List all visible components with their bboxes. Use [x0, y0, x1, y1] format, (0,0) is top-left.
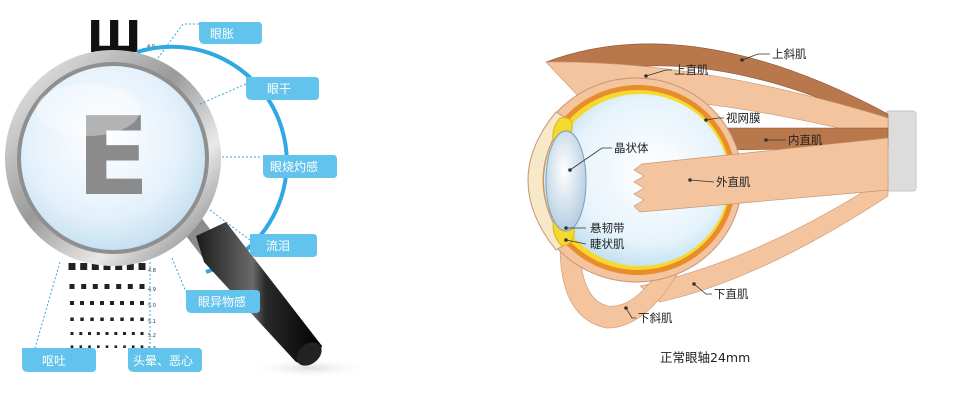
eye-chart-symbol: [91, 263, 99, 270]
label-zonule: 悬韧带: [590, 221, 625, 235]
symptom-tag: 眼胀: [157, 22, 262, 59]
eye-chart-symbol: [105, 345, 109, 348]
eye-chart-symbol: [126, 263, 134, 270]
symptom-label: 流泪: [266, 239, 290, 253]
symptom-tag: 眼烧灼感: [222, 155, 337, 178]
eye-chart-symbol: [80, 263, 88, 270]
eye-chart-symbol: [130, 301, 134, 305]
eye-chart-symbol: [139, 284, 145, 289]
eye-chart-symbol: [79, 345, 83, 348]
symptom-tags: 眼胀 眼干 眼烧灼感 流泪 眼异物感 呕吐: [22, 22, 337, 372]
eye-chart-symbol: [105, 332, 109, 335]
eye-chart-symbol: [70, 317, 74, 321]
label-ciliary-muscle: 睫状肌: [590, 237, 625, 251]
eye-chart-symbol: [100, 317, 104, 321]
eye-chart-row-value: 5.2: [148, 333, 156, 339]
label-superior-oblique: 上斜肌: [772, 47, 807, 61]
eye-chart-symbol: [103, 263, 111, 270]
eye-chart-symbol: [114, 345, 118, 348]
eye-chart-symbol: [123, 332, 126, 335]
eye-chart-symbol: [81, 284, 87, 289]
symptom-label: 眼异物感: [198, 294, 246, 309]
magnifier-shadow: [250, 358, 370, 378]
eye-chart-symbol: [79, 332, 83, 335]
eye-chart-symbol: [68, 263, 76, 270]
symptom-label: 呕吐: [42, 354, 66, 368]
eye-chart-symbol: [70, 301, 74, 305]
crystalline-lens: [545, 130, 587, 232]
magnifier-illustration: Ш 4.0 4.8 4.9 5.0 5.1 5.2 5.3 E: [5, 12, 370, 378]
eye-chart-symbol: [90, 317, 94, 321]
symptom-label: 眼干: [267, 82, 291, 96]
label-inferior-oblique: 下斜肌: [638, 311, 673, 325]
eye-chart-symbol: [115, 263, 123, 270]
eye-chart-big-letter: E: [76, 95, 150, 220]
eye-chart-symbol: [97, 345, 100, 348]
eye-chart-symbol: [96, 332, 100, 335]
eye-chart-symbol: [90, 301, 94, 305]
eye-axis-caption: 正常眼轴24mm: [660, 350, 750, 365]
symptom-tag: 呕吐: [22, 261, 96, 372]
label-medial-rectus: 内直肌: [788, 133, 823, 147]
symptom-tag: 头晕、恶心: [128, 262, 202, 372]
eye-anatomy-diagram: 上斜肌 上直肌 视网膜 内直肌 晶状体 外直肌 悬韧带 睫状肌 下直肌 下斜肌 …: [527, 43, 917, 365]
eye-chart-symbol: [88, 332, 91, 335]
eye-chart-symbol: [114, 332, 118, 335]
lateral-rectus-muscle: [633, 137, 889, 213]
eye-chart-symbol: [104, 284, 110, 289]
eye-chart-symbol: [140, 317, 144, 321]
eye-chart-symbol: [69, 284, 75, 289]
eye-chart-symbol: [138, 263, 146, 270]
eye-chart-symbol: [140, 332, 144, 335]
label-lateral-rectus: 外直肌: [716, 175, 751, 189]
eye-chart-symbol: [140, 345, 144, 348]
eye-chart-symbol: [131, 345, 135, 348]
symptom-label: 眼烧灼感: [270, 159, 318, 174]
eye-chart-symbol: [110, 301, 114, 305]
eye-chart-rows: [68, 263, 146, 348]
eye-chart-symbol: [70, 345, 74, 348]
label-inferior-rectus: 下直肌: [714, 287, 749, 301]
eye-chart-symbol: [88, 345, 91, 348]
eye-chart-symbol: [123, 345, 126, 348]
eye-chart-symbol: [127, 284, 133, 289]
eye-chart-symbol: [100, 301, 104, 305]
optic-nerve: [885, 110, 917, 192]
eye-chart-row-value: 5.0: [148, 303, 156, 309]
anatomy-leader-dots: [564, 58, 768, 310]
symptom-label: 眼胀: [210, 27, 234, 41]
symptom-label: 头晕、恶心: [133, 354, 193, 368]
eye-chart-symbol: [131, 332, 135, 335]
eye-chart-symbol: [116, 284, 122, 289]
label-retina: 视网膜: [726, 111, 761, 125]
eye-chart-symbol: [80, 301, 84, 305]
eye-chart-symbol: [130, 317, 134, 321]
eye-chart-symbol: [70, 332, 74, 335]
eye-chart-row-value: 4.8: [148, 268, 156, 274]
magnifier-glass: [21, 66, 205, 250]
eye-chart-symbol: [92, 284, 98, 289]
eye-chart-row-value: 4.9: [148, 287, 156, 293]
eye-chart-symbol: [120, 301, 124, 305]
symptom-tag: 眼异物感: [171, 257, 260, 313]
eye-chart-symbol: [110, 317, 114, 321]
symptom-tag: 流泪: [209, 209, 317, 257]
label-superior-rectus: 上直肌: [674, 63, 709, 77]
eye-chart-symbol: [80, 317, 84, 321]
eye-chart-symbol: [140, 301, 144, 305]
eye-chart-row-value: 5.1: [148, 319, 156, 325]
symptom-tag: 眼干: [199, 77, 319, 105]
anatomy-leaders: [565, 53, 786, 319]
label-lens: 晶状体: [614, 141, 649, 155]
eye-chart-symbol: [120, 317, 124, 321]
